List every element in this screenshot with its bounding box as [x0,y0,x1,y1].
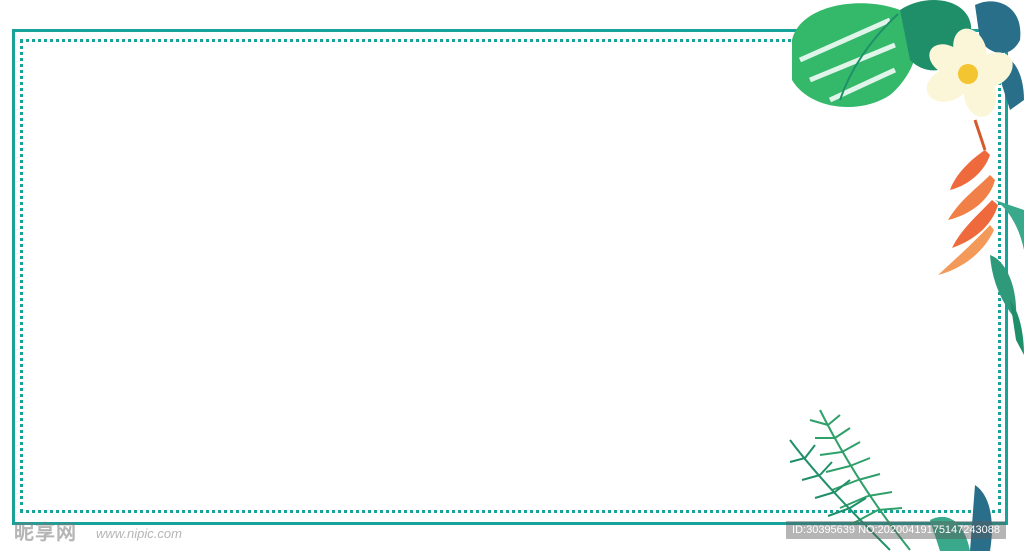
palm-leaf-icon [930,485,992,551]
plumeria-flower-icon [926,28,1013,117]
monstera-leaf-icon [792,3,919,107]
watermark-logo: 昵享网 [14,520,77,544]
heliconia-flower-icon [938,119,998,275]
bottom-right-foliage [789,409,992,551]
fern-leaf-icon [789,439,891,551]
palm-leaf-icon [990,200,1024,355]
watermark-url: www.nipic.com [96,526,182,541]
watermark-id: ID:30395639 NO:20200419175147243088 [786,521,1006,539]
top-right-foliage [792,0,1024,355]
